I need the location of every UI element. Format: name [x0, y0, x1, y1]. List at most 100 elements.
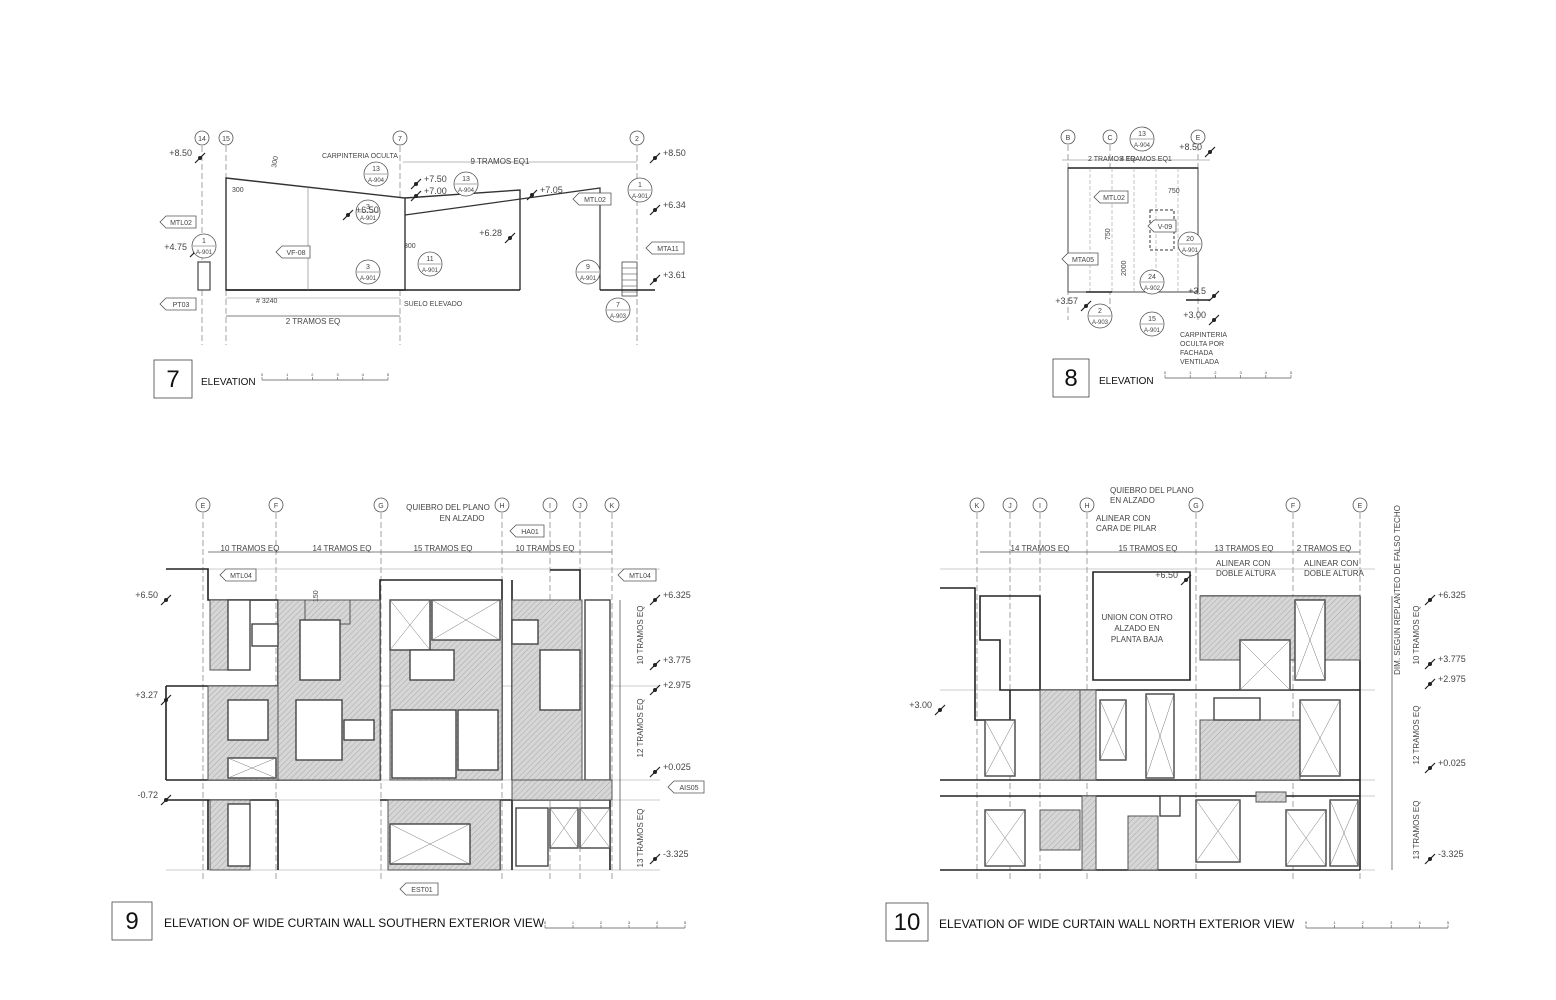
level-marker: [508, 236, 512, 240]
window-cross: [1195, 799, 1241, 863]
window-panel: [343, 719, 375, 741]
detail-ref-number: 2: [1098, 308, 1102, 315]
grid-9-label: G: [378, 503, 383, 510]
canopy-profile: [404, 187, 601, 290]
grid-8-label: C: [1107, 135, 1112, 142]
detail-ref-sheet: A-904: [1134, 143, 1151, 149]
level-10: +2.975: [1438, 674, 1466, 684]
span-label: 15 TRAMOS EQ: [1119, 544, 1178, 553]
scale-label: 1: [286, 372, 289, 377]
view-number-box: [111, 901, 153, 941]
scale-label: 4: [362, 372, 365, 377]
note: OCULTA POR: [1180, 341, 1224, 348]
grid-9-bubble: [268, 497, 284, 513]
tag-mta05-label: MTA05: [1072, 257, 1094, 264]
scale-label: 2: [1362, 920, 1365, 925]
grid-9-label: J: [578, 503, 582, 510]
level-7: +8.50: [663, 148, 686, 158]
view-number-box: [885, 902, 929, 942]
level-9: +0.025: [663, 762, 691, 772]
level-marker: [164, 698, 168, 702]
level-marker: [653, 278, 657, 282]
dimension-text: 2 TRAMOS EQ: [286, 317, 341, 326]
span-label-vertical: 12 TRAMOS EQ: [1412, 706, 1421, 765]
scale-label: 0: [261, 372, 264, 377]
detail-ref-number: 3: [366, 264, 370, 271]
window-panel: [409, 649, 455, 681]
scale-label: 5: [387, 372, 390, 377]
detail-ref-sheet: A-903: [610, 314, 627, 320]
grid-10-label: G: [1193, 503, 1198, 510]
window-panel: [457, 709, 499, 771]
level-marker: [653, 598, 657, 602]
level-marker: [1184, 578, 1188, 582]
span-label-vertical: 10 TRAMOS EQ: [636, 606, 645, 665]
level-7: +4.75: [164, 242, 187, 252]
detail-ref-number: 1: [638, 182, 642, 189]
view-number-box: [1052, 358, 1090, 398]
grid-8-label: E: [1196, 135, 1201, 142]
detail-ref-sheet: A-904: [458, 188, 475, 194]
window-cross: [1285, 809, 1327, 867]
level-marker: [653, 156, 657, 160]
grid-9-label: H: [499, 503, 504, 510]
level-marker: [164, 598, 168, 602]
level-marker: [1208, 150, 1212, 154]
level-marker: [653, 663, 657, 667]
window-cross: [579, 807, 611, 849]
level-marker: [1428, 598, 1432, 602]
scale-label: 4: [1265, 370, 1268, 375]
note: VENTILADA: [1180, 359, 1219, 366]
span-label: 14 TRAMOS EQ: [1011, 544, 1070, 553]
level-9: +6.325: [663, 590, 691, 600]
level-9: -0.72: [137, 790, 158, 800]
grid-10-bubble: [1352, 497, 1368, 513]
level-9: +6.50: [135, 590, 158, 600]
drawing-geometry: [111, 126, 1449, 942]
detail-ref-number: 9: [586, 264, 590, 271]
level-marker: [653, 857, 657, 861]
scale-label: 2: [1214, 370, 1217, 375]
grid-10-bubble: [1032, 497, 1048, 513]
elevation-outline: [1067, 167, 1199, 293]
grid-7-bubble: [218, 130, 234, 146]
tag-mtl04-b: [617, 568, 657, 582]
level-7: +8.50: [169, 148, 192, 158]
level-9: -3.325: [663, 849, 689, 859]
dimension-text: 750: [1168, 188, 1180, 195]
hatched-panel: [1039, 689, 1081, 781]
scale-label: 2: [600, 920, 603, 925]
note: CARPINTERIA: [1180, 332, 1227, 339]
note: EN ALZADO: [1110, 496, 1155, 505]
note: ALINEAR CON: [1096, 514, 1150, 523]
level-marker: [198, 156, 202, 160]
window-panel: [227, 803, 251, 867]
level-7: +6.34: [663, 200, 686, 210]
level-marker: [414, 182, 418, 186]
scale-label: 4: [1418, 920, 1421, 925]
tag-mtl02-label: MTL02: [170, 220, 192, 227]
grid-8-bubble: [1060, 129, 1076, 145]
tag-mta05: [1061, 252, 1099, 266]
detail-ref-number: 3: [366, 204, 370, 211]
grid-10-label: F: [1291, 503, 1295, 510]
window-cross: [431, 599, 501, 641]
tag-mtl02-label: MTL02: [1103, 195, 1125, 202]
tag-mtl02-b-label: MTL02: [584, 197, 606, 204]
dimension-text: 4 TRAMOS EQ1: [1120, 156, 1172, 163]
span-label: 15 TRAMOS EQ: [414, 544, 473, 553]
grid-9-bubble: [373, 497, 389, 513]
window-cross: [1294, 599, 1326, 681]
window-panel: [299, 619, 341, 681]
grid-7-bubble: [629, 130, 645, 146]
tag-mtl02-b: [572, 192, 612, 206]
grid-10-label: I: [1039, 503, 1041, 510]
grid-7-label: 15: [222, 136, 230, 143]
dimension-text: 150: [313, 590, 320, 602]
note: DOBLE ALTURA: [1216, 569, 1277, 578]
scale-label: 4: [656, 920, 659, 925]
grid-9-bubble: [604, 497, 620, 513]
span-label: 10 TRAMOS EQ: [516, 544, 575, 553]
view-number-box: [153, 359, 193, 399]
scale-label: 2: [311, 372, 314, 377]
